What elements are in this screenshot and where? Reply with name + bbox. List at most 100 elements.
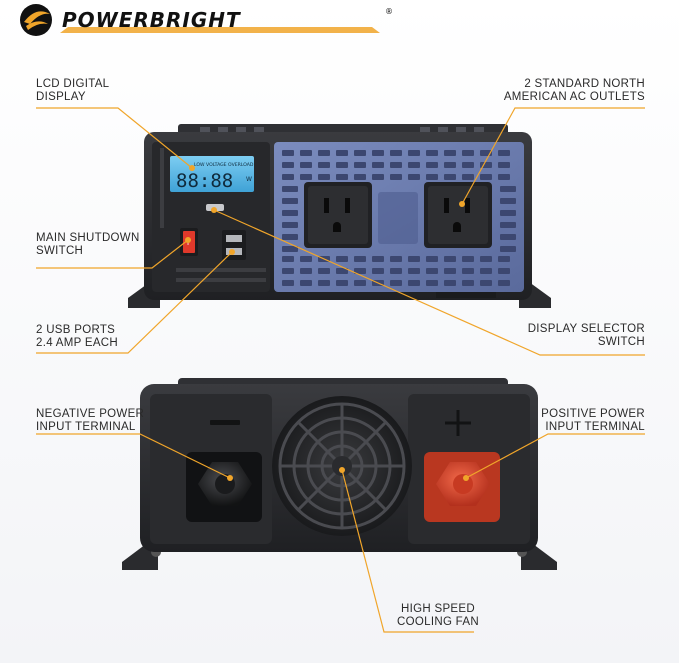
vent-slot (300, 150, 312, 156)
leader-line-positive (465, 433, 645, 479)
vent-slot (444, 150, 456, 156)
label-line: POSITIVE POWER (541, 408, 645, 420)
vent-slot (498, 280, 510, 286)
vent-slot (498, 268, 510, 274)
leader-line-shutdown (36, 239, 189, 269)
vent-slot (444, 280, 456, 286)
label-line: NEGATIVE POWER (36, 408, 145, 420)
vent-slot (390, 174, 402, 180)
ac-outlet-right[interactable] (424, 182, 492, 248)
vent-slot (282, 174, 294, 180)
vent-slot (426, 268, 438, 274)
vent-slot (336, 162, 348, 168)
vent-slot (462, 280, 474, 286)
vent-slot (426, 280, 438, 286)
switch-power-icon: I (187, 239, 189, 247)
vent-slot (300, 268, 312, 274)
vent-slot (500, 210, 516, 216)
vent-slot (318, 162, 330, 168)
positive-sign-icon (445, 410, 471, 436)
brand-logo: POWERBRIGHT ® (20, 4, 393, 36)
vent-slot (498, 174, 510, 180)
vent-slot (318, 268, 330, 274)
vent-slot (408, 256, 420, 262)
logo-wordmark: POWERBRIGHT (62, 8, 241, 32)
vent-slot (282, 268, 294, 274)
vent-slot (444, 162, 456, 168)
logo-emblem-icon (20, 4, 52, 36)
leader-lines (36, 107, 645, 633)
vent-slot (444, 268, 456, 274)
registered-mark: ® (385, 7, 393, 16)
vent-slot (426, 150, 438, 156)
vent-slot (372, 150, 384, 156)
vent-slot (282, 246, 298, 252)
leader-line-fan (341, 469, 474, 633)
lcd-unit: W (246, 176, 252, 183)
label-line: INPUT TERMINAL (36, 421, 136, 433)
vent-slot (500, 246, 516, 252)
vent-slot (354, 174, 366, 180)
label-usb-ports: 2 USB PORTS 2.4 AMP EACH (36, 324, 118, 350)
vent-slot (318, 150, 330, 156)
vent-slot (300, 280, 312, 286)
vent-slot (354, 256, 366, 262)
vent-slot (300, 162, 312, 168)
vent-slot (390, 280, 402, 286)
label-line: MAIN SHUTDOWN (36, 232, 140, 244)
label-lcd-display: LCD DIGITAL DISPLAY (36, 78, 109, 104)
vent-slot (390, 162, 402, 168)
vent-slot (480, 174, 492, 180)
vent-slot (390, 256, 402, 262)
label-line: AMERICAN AC OUTLETS (503, 91, 645, 103)
label-negative-terminal: NEGATIVE POWER INPUT TERMINAL (36, 408, 144, 434)
fan-hub-icon (332, 456, 352, 476)
vent-slot (282, 186, 298, 192)
vent-slot (372, 268, 384, 274)
vent-slot (500, 198, 516, 204)
vent-slot (282, 234, 298, 240)
label-main-shutdown: MAIN SHUTDOWN SWITCH (36, 232, 140, 258)
lcd-display (170, 156, 254, 192)
inverter-back-view (122, 378, 557, 570)
usb-ports[interactable] (222, 230, 246, 260)
leader-line-negative (36, 433, 231, 479)
vent-slot (480, 256, 492, 262)
vent-slot (336, 268, 348, 274)
vent-slot (282, 162, 294, 168)
vent-slot (318, 174, 330, 180)
vent-slot (354, 280, 366, 286)
label-cooling-fan: HIGH SPEED COOLING FAN (382, 603, 494, 629)
label-line: DISPLAY (36, 91, 86, 103)
vent-slot (500, 222, 516, 228)
vent-slot (426, 256, 438, 262)
vent-slot (462, 268, 474, 274)
negative-input-terminal[interactable] (186, 452, 262, 522)
label-line: HIGH SPEED (401, 603, 475, 615)
vent-slot (408, 280, 420, 286)
positive-input-terminal[interactable] (424, 452, 500, 522)
ac-outlet-left[interactable] (304, 182, 372, 248)
vent-slot (498, 256, 510, 262)
leader-line-outlets (461, 107, 645, 205)
negative-sign-icon (210, 420, 240, 425)
vent-slot (282, 280, 294, 286)
vent-slot (372, 162, 384, 168)
label-line: 2.4 AMP EACH (36, 337, 119, 349)
vent-slot (462, 256, 474, 262)
leader-line-usb (36, 251, 233, 354)
vent-slot (408, 174, 420, 180)
vent-slot (282, 150, 294, 156)
vent-slot (426, 162, 438, 168)
cooling-fan (272, 396, 412, 536)
vent-slot (282, 256, 294, 262)
vent-slot (282, 198, 298, 204)
vent-slot (354, 162, 366, 168)
vent-slot (354, 268, 366, 274)
vent-slot (426, 174, 438, 180)
leader-line-lcd (36, 107, 193, 169)
label-line: 2 USB PORTS (36, 324, 116, 336)
vent-slot (462, 174, 474, 180)
vent-slot (498, 162, 510, 168)
